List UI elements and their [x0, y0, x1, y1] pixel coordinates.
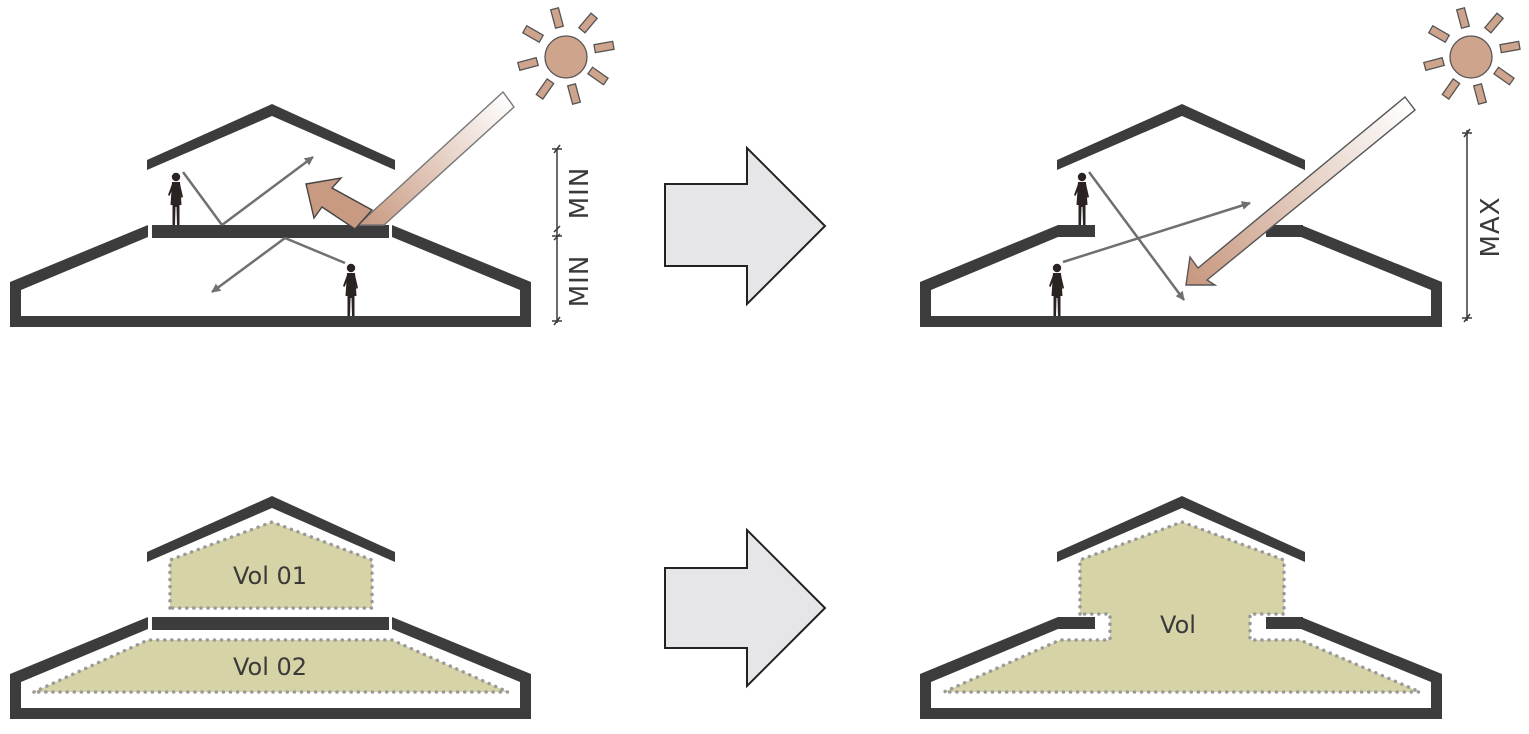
- sight-lines: [181, 155, 346, 294]
- dimension-line: [1462, 128, 1472, 323]
- slab-stub-left: [1058, 617, 1095, 629]
- slab-floor: [152, 617, 389, 630]
- house-shell-open: [920, 225, 1442, 327]
- lower-house-shell: [10, 225, 531, 327]
- dimension-line: [552, 144, 562, 326]
- sun-beam: [356, 90, 515, 226]
- panel-top-right: MAX: [920, 6, 1521, 327]
- upper-roof: [1057, 104, 1305, 170]
- person-icon: [343, 263, 358, 316]
- panel-top-left: MIN MIN: [10, 6, 615, 327]
- person-icon: [1049, 263, 1064, 316]
- reflected-sun-arrow: [305, 176, 374, 230]
- dimension-label-max: MAX: [1476, 196, 1506, 257]
- sight-lines: [1062, 171, 1251, 301]
- dimension-label-min-upper: MIN: [565, 167, 595, 220]
- volume-label-merged: Vol: [1160, 611, 1196, 639]
- transition-arrow-icon: [664, 145, 827, 307]
- lower-house-shell: [10, 617, 531, 719]
- volume-label-02: Vol 02: [233, 653, 307, 681]
- transition-arrow-icon: [664, 527, 827, 689]
- dimension-label-min-lower: MIN: [565, 255, 595, 308]
- volume-label-01: Vol 01: [233, 562, 307, 590]
- person-icon: [1074, 172, 1089, 225]
- volume-01: [168, 520, 374, 610]
- person-icon: [168, 172, 183, 225]
- slab-floor: [152, 225, 389, 238]
- upper-roof: [147, 104, 395, 170]
- panel-bottom-right: Vol: [920, 496, 1442, 719]
- sun-icon: [516, 6, 615, 106]
- slab-stub-right: [1266, 225, 1303, 237]
- house-shell-open: [920, 617, 1442, 719]
- volume-merged: [943, 520, 1421, 694]
- slab-stub-right: [1266, 617, 1303, 629]
- sun-beam-arrow: [1185, 95, 1416, 286]
- sun-icon: [1422, 6, 1521, 106]
- panel-bottom-left: Vol 01 Vol 02: [10, 496, 531, 719]
- slab-stub-left: [1058, 225, 1095, 237]
- volume-02: [33, 638, 509, 694]
